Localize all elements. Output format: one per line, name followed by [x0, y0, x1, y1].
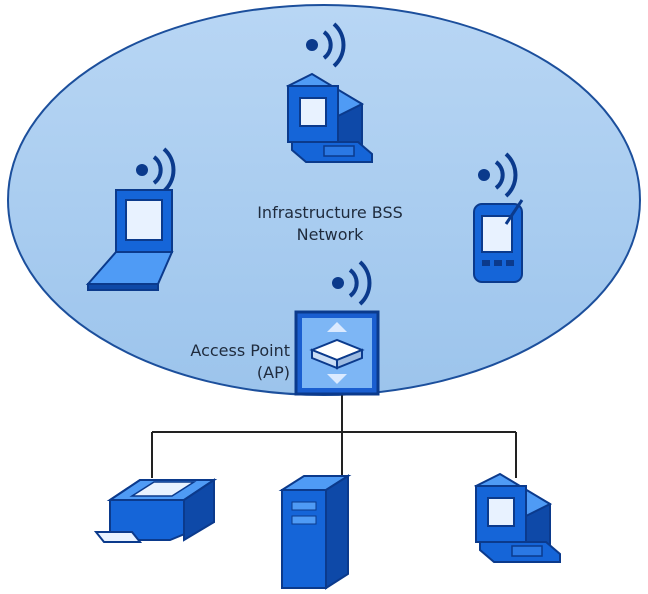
access-point-label-line1: Access Point — [190, 341, 290, 360]
desktop-computer-icon — [285, 72, 373, 163]
desktop-computer-icon — [473, 472, 561, 563]
access-point-label-line2: (AP) — [256, 363, 290, 382]
wired-backbone — [151, 395, 517, 478]
network-title-line2: Network — [296, 225, 364, 244]
pda-icon — [473, 199, 524, 283]
access-point-icon — [294, 310, 380, 396]
server-icon — [278, 474, 352, 590]
printer-icon — [93, 478, 218, 543]
network-title-line1: Infrastructure BSS — [257, 203, 403, 222]
laptop-icon — [85, 189, 174, 291]
access-point-label: Access Point (AP) — [140, 340, 290, 384]
network-title: Infrastructure BSS Network — [215, 202, 445, 246]
